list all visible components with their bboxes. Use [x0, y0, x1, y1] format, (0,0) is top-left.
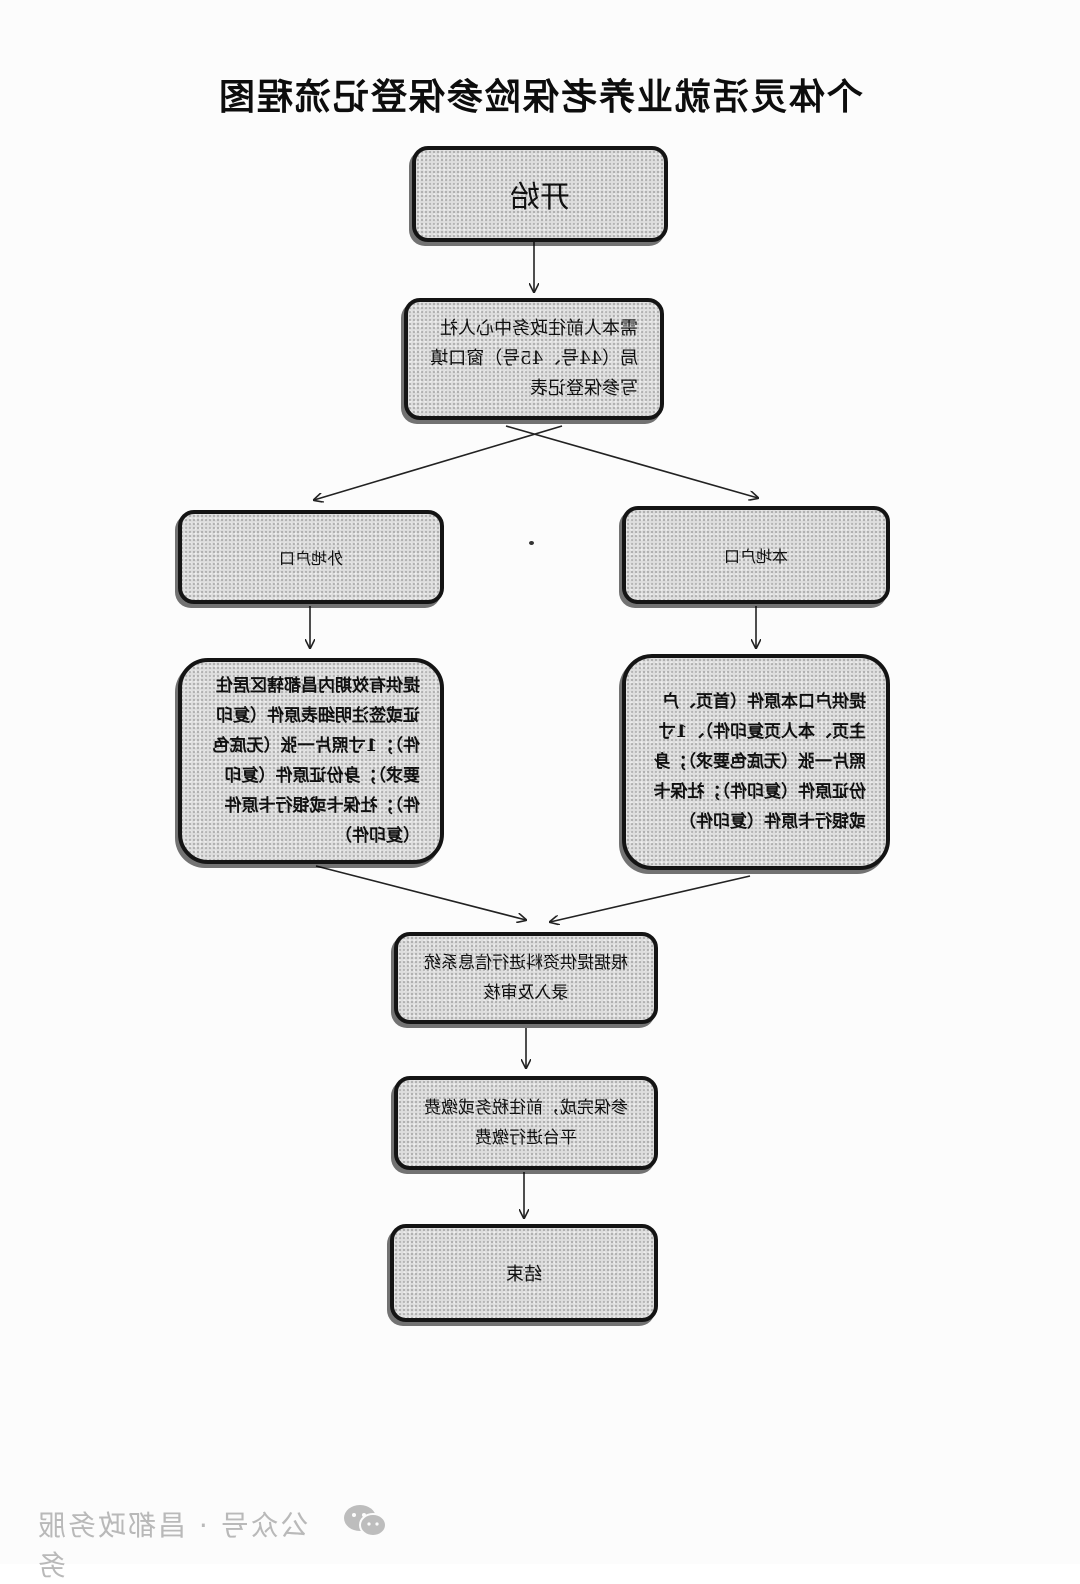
local-hukou-label: 本地户口 [724, 547, 789, 566]
nonlocal-hukou-label: 外地户口 [279, 549, 344, 568]
end-label: 结束 [506, 1264, 542, 1285]
pay-node: 参保完成，前往税务或缴费平台进行缴费 [394, 1076, 658, 1170]
arrow-step1-to-local [505, 425, 758, 498]
local-docs-label: 提供户口本原件（首页、户主页、本人页复印件）、1寸照片一张（无底色要求）；身份证… [653, 692, 867, 832]
arrow-local-docs-to-review [550, 875, 751, 922]
nonlocal-hukou-node: 外地户口 [178, 510, 444, 604]
step1-node: 需本人前往政务中心人社局（44号、45号）窗口填写参保登记表 [404, 298, 664, 420]
review-label: 根据提供资料进行信息系统录入及审核 [424, 953, 628, 1003]
local-hukou-node: 本地户口 [622, 506, 890, 604]
step1-label: 需本人前往政务中心人社局（44号、45号）窗口填写参保登记表 [430, 318, 638, 399]
arrow-step1-to-nonlocal [314, 425, 563, 500]
mirrored-flowchart: 个体灵活就业养老保险参保登记流程图 开始 需 [0, 76, 1080, 1500]
wechat-icon [344, 1505, 387, 1537]
local-docs-node: 提供户口本原件（首页、户主页、本人页复印件）、1寸照片一张（无底色要求）；身份证… [622, 654, 890, 870]
scan-speck [529, 541, 534, 545]
watermark-text: 公众号 · 昌都政务服务 [36, 1509, 309, 1582]
nonlocal-docs-node: 提供有效期内昌都辖区居住证或签注明细表原件（复印件）；1寸照片一张（无底色要求）… [178, 658, 444, 864]
start-node: 开始 [412, 146, 668, 242]
end-node: 结束 [390, 1224, 658, 1322]
pay-label: 参保完成，前往税务或缴费平台进行缴费 [424, 1098, 628, 1148]
flow-arrows [0, 242, 1080, 1500]
arrow-nonlocal-docs-to-review [315, 865, 526, 920]
start-label: 开始 [510, 180, 570, 215]
nonlocal-docs-label: 提供有效期内昌都辖区居住证或签注明细表原件（复印件）；1寸照片一张（无底色要求）… [212, 676, 420, 846]
review-node: 根据提供资料进行信息系统录入及审核 [394, 932, 658, 1024]
